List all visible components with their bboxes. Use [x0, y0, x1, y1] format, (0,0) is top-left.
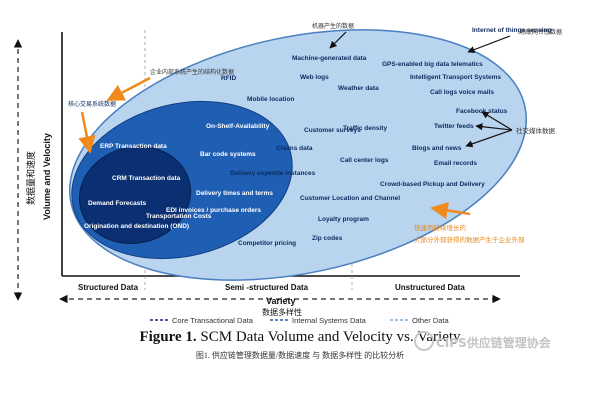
cn-inner: 核心交易系统数据: [68, 100, 116, 108]
inner-ellipse: [78, 145, 192, 245]
black-arrow-twitter: [475, 123, 513, 131]
figure-caption: Figure 1. SCM Data Volume and Velocity v…: [0, 329, 600, 346]
cn-right-bottom-1: 快速而持续增长的: [414, 223, 467, 232]
cn-top-machine: 机器产生的数据: [312, 22, 354, 30]
legend-other: Other Data: [412, 316, 450, 325]
black-arrow-machine: [329, 31, 347, 49]
outer-item: Competitor pricing: [238, 240, 296, 247]
watermark-logo-icon: [414, 331, 434, 351]
outer-item: Customer Location and Channel: [300, 195, 400, 202]
legend-core: Core Transactional Data: [172, 316, 254, 325]
outer-item: Call logs voice mails: [430, 89, 494, 96]
outer-item: Twitter feeds: [434, 123, 474, 130]
region-unstructured: Unstructured Data: [395, 283, 465, 292]
black-arrow-iot: [467, 35, 511, 54]
inner-item: ERP Transaction data: [100, 143, 167, 150]
outer-item: Traffic density: [343, 125, 387, 132]
outer-item: Call center logs: [340, 157, 389, 164]
outer-item: Claims data: [276, 145, 313, 152]
outer-item: Email records: [434, 160, 477, 167]
figure-title: SCM Data Volume and Velocity vs. Variety: [200, 329, 461, 345]
mid-item: Bar code systems: [200, 151, 256, 158]
outer-item: Delivery expedite instances: [230, 170, 316, 177]
region-semi: Semi -structured Data: [225, 283, 309, 292]
orange-arrow-right: [430, 201, 471, 220]
outer-item: Zip codes: [312, 235, 343, 242]
mid-item: On-Shelf-Availability: [206, 123, 270, 130]
outer-item: Customer surveys: [304, 127, 361, 134]
inner-item: Demand Forecasts: [88, 200, 147, 207]
orange-arrow-inner: [78, 111, 96, 154]
cn-right-bottom-2: 大部分外部获得的数据产生于企业外部: [414, 235, 525, 244]
outer-item: Loyalty program: [318, 216, 369, 223]
mid-item: Delivery times and terms: [196, 190, 273, 197]
watermark-text: CIPS供应链管理协会: [436, 336, 551, 350]
black-arrow-blogs: [465, 129, 513, 148]
y-axis-label-cn: 数据量和速度: [25, 151, 36, 205]
mid-item: EDI invoices / purchase orders: [166, 207, 261, 214]
cn-right-social: 社交媒体数据: [516, 126, 556, 135]
outer-item: Mobile location: [247, 96, 294, 103]
outer-item: GPS-enabled big data telematics: [382, 61, 483, 68]
legend-internal: Internal Systems Data: [292, 316, 367, 325]
outer-item: Blogs and news: [412, 145, 462, 152]
outer-item: Facebook status: [456, 108, 508, 115]
cn-top-iot: 物联网传感数据: [520, 28, 562, 36]
region-structured: Structured Data: [78, 283, 139, 292]
x-axis-label: Variety: [266, 296, 296, 306]
cn-left-top: 企业内部系统产生的结构化数据: [150, 68, 234, 76]
mid-item: Transportation Costs: [146, 213, 212, 220]
outer-item: Machine-generated data: [292, 55, 367, 62]
inner-item: Origination and destination (OND): [84, 223, 189, 230]
figure-subtitle: 图1. 供应链管理数据量/数据速度 与 数据多样性 的比较分析: [195, 351, 405, 360]
outer-item: Intelligent Transport Systems: [410, 74, 501, 81]
outer-item: Crowd-based Pickup and Delivery: [380, 181, 485, 188]
outer-item: Web logs: [300, 74, 329, 81]
black-arrow-fb: [481, 111, 513, 131]
x-axis-label-cn: 数据多样性: [262, 307, 302, 317]
outer-item: RFID: [221, 75, 236, 82]
figure-label: Figure 1.: [139, 329, 197, 345]
outer-item: Weather data: [338, 85, 379, 92]
inner-item: CRM Transaction data: [112, 175, 181, 182]
outer-item: Internet of things sensing: [472, 27, 551, 34]
y-axis-label: Volume and Velocity: [42, 133, 52, 220]
orange-arrow-left-top: [106, 76, 151, 102]
